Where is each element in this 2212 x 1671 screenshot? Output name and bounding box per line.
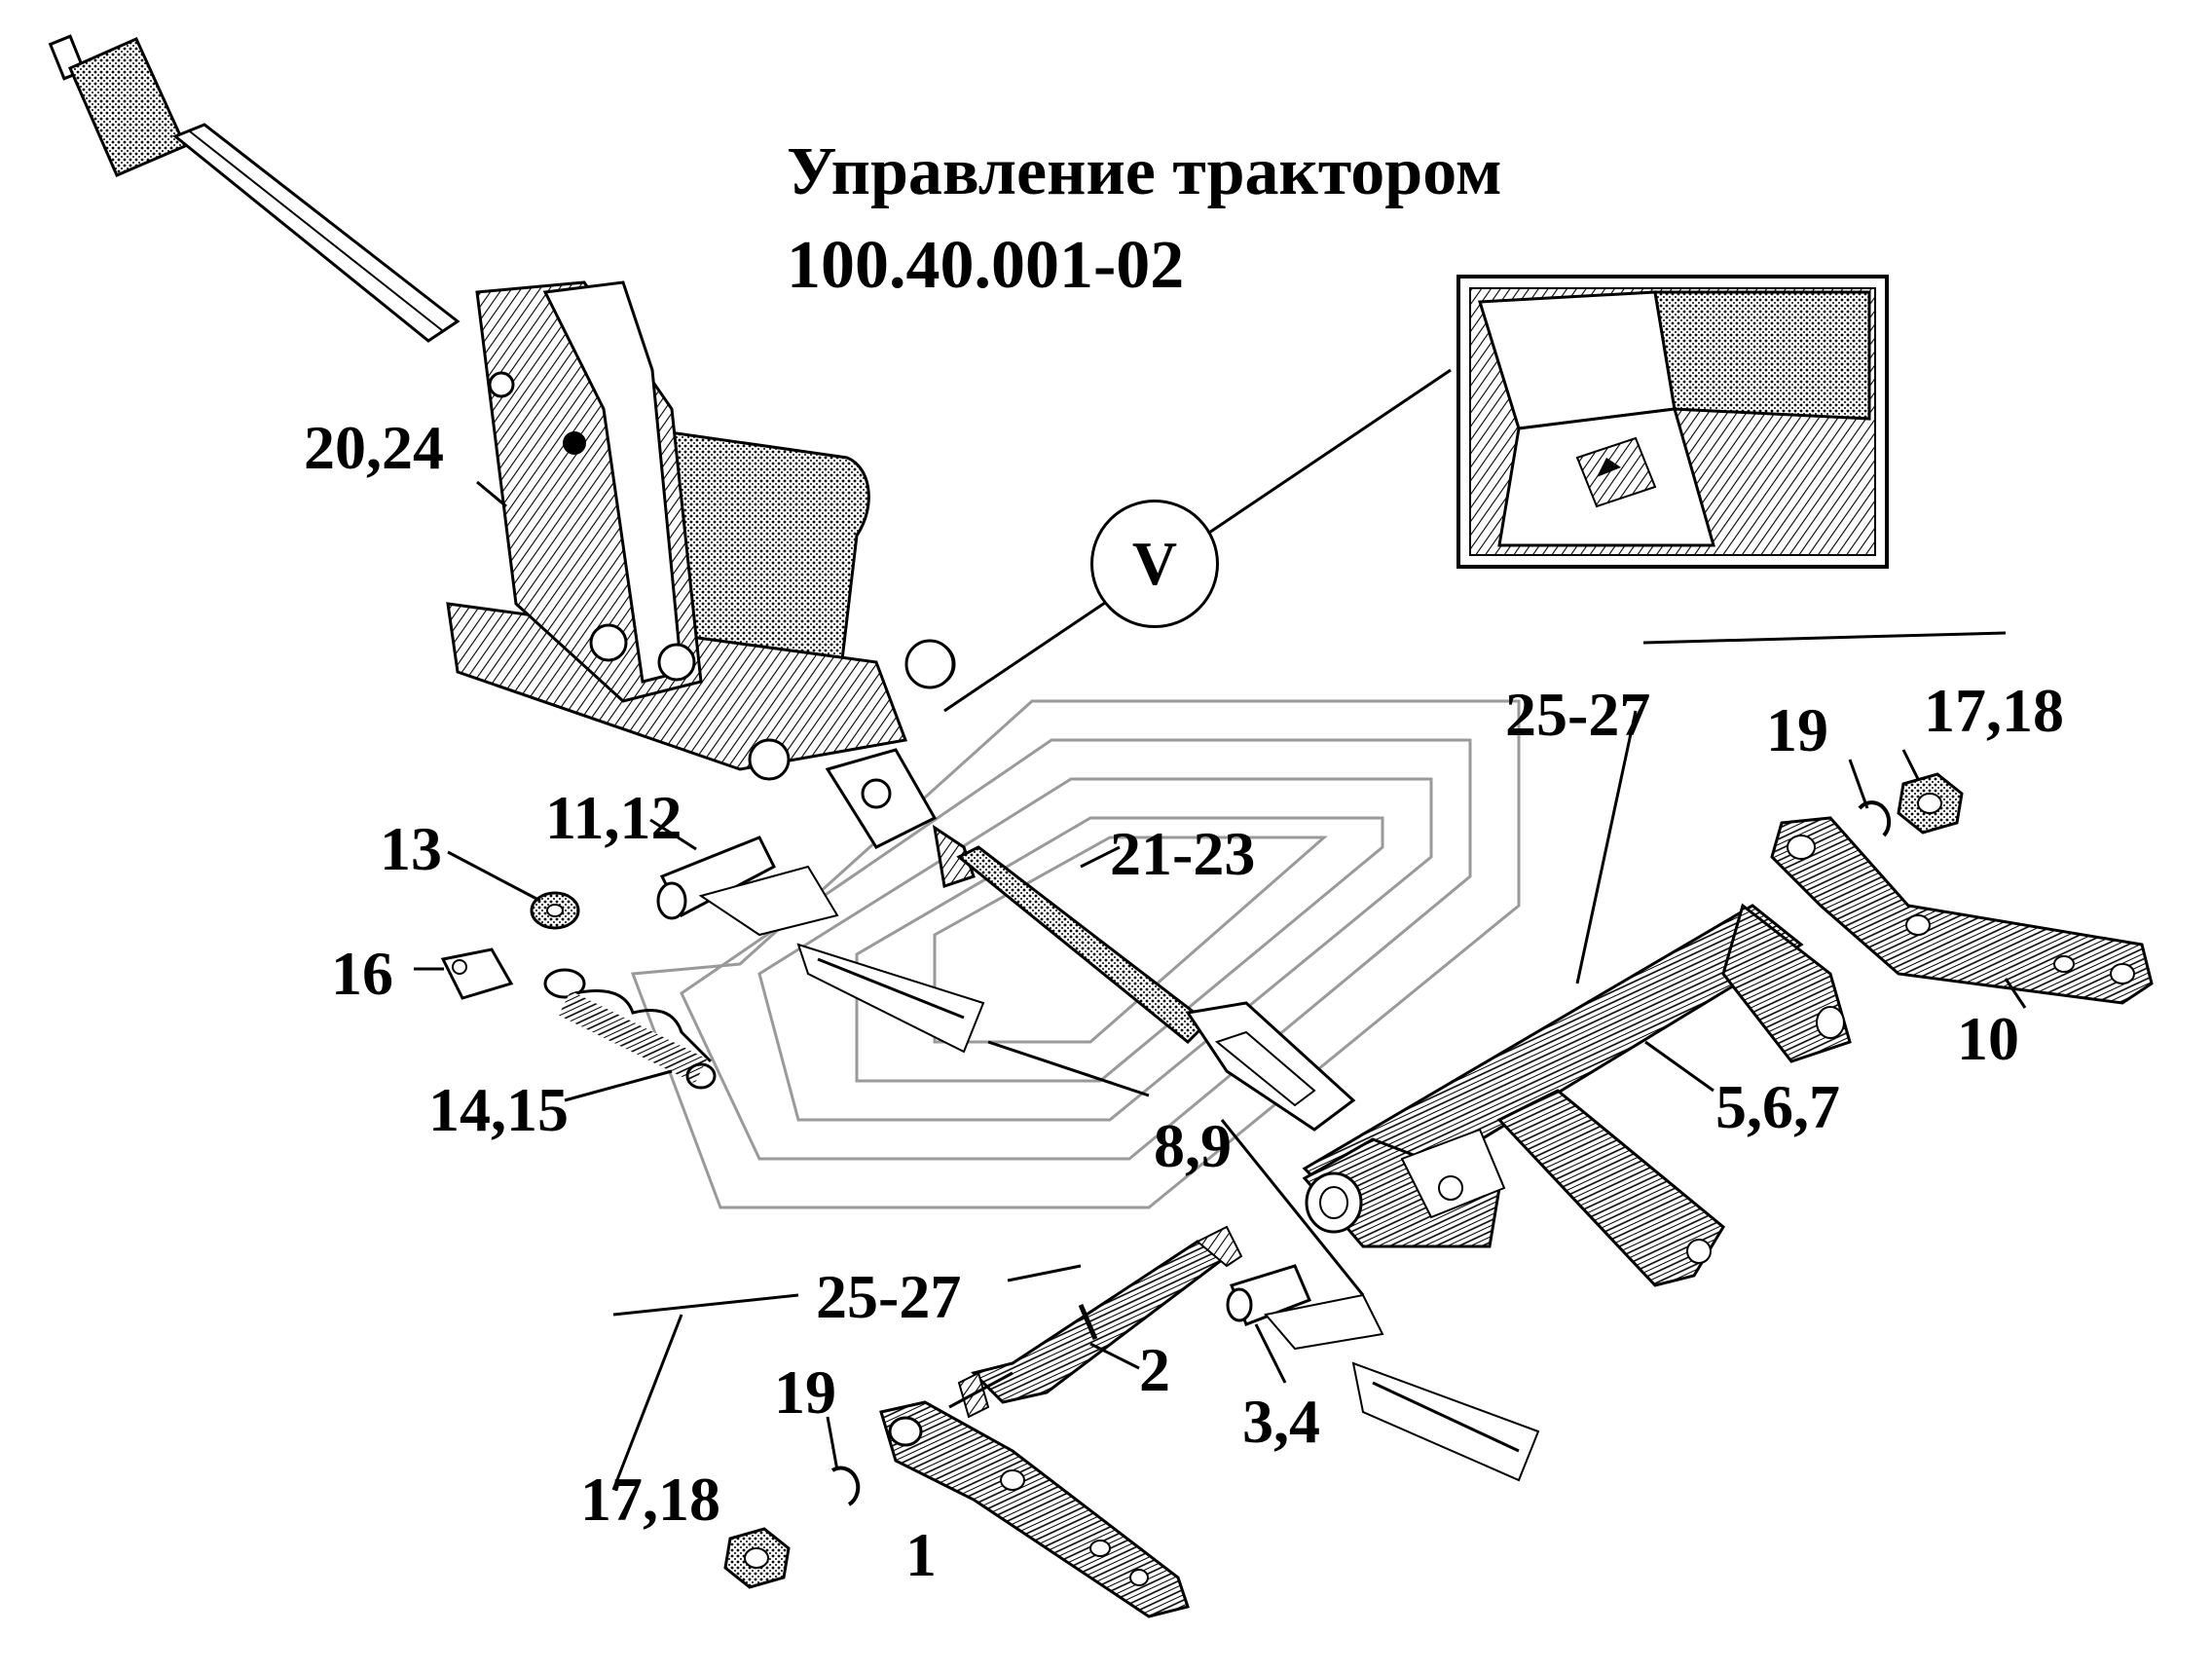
leader-lines [414, 368, 2027, 1491]
callout-25-27-left: 25-27 [816, 1262, 962, 1331]
tractor-cab-photo-icon [1456, 275, 1889, 569]
callout-2: 2 [1139, 1335, 1170, 1404]
washer-13 [530, 891, 580, 930]
callout-14-15: 14,15 [428, 1075, 569, 1144]
washer-19-left [830, 1466, 861, 1506]
callout-3-4: 3,4 [1242, 1387, 1320, 1456]
bolt-2 [957, 1225, 1243, 1419]
callout-17-18-left: 17,18 [580, 1465, 720, 1534]
view-label-v: V [1090, 500, 1219, 628]
callout-20-24: 20,24 [304, 413, 444, 482]
lever-assembly-20-24 [48, 34, 956, 781]
callout-11-12: 11,12 [545, 783, 682, 852]
logo-watermark-icon [630, 699, 1521, 1209]
callout-19-right: 19 [1766, 695, 1828, 764]
pin-11-12 [656, 836, 985, 1054]
spring-14-15 [543, 968, 717, 1090]
callout-10: 10 [1957, 1004, 2019, 1073]
callout-13: 13 [380, 814, 442, 883]
callout-19-left: 19 [774, 1357, 836, 1427]
rod-21-23 [825, 748, 1356, 1132]
callout-25-27-right: 25-27 [1505, 680, 1651, 749]
shaft-5-6-7 [1302, 903, 1852, 1287]
washer-19-right [1858, 800, 1892, 837]
callout-17-18-right: 17,18 [1924, 676, 2064, 745]
nut-17-18-right [1897, 772, 1964, 835]
lever-1 [879, 1400, 1190, 1618]
lever-10 [1770, 816, 2154, 1005]
washer-top [904, 639, 955, 689]
callout-21-23: 21-23 [1110, 819, 1256, 888]
diagram-title: Управление трактором [787, 134, 1502, 209]
callout-1: 1 [905, 1520, 937, 1589]
diagram-code: 100.40.001-02 [787, 228, 1185, 303]
callout-8-9: 8,9 [1154, 1111, 1232, 1180]
callout-5-6-7: 5,6,7 [1715, 1072, 1840, 1141]
callout-16: 16 [331, 939, 393, 1008]
nut-17-18-left [723, 1527, 791, 1589]
plate-16 [440, 947, 514, 1000]
pin-3-4 [1226, 1264, 1540, 1482]
